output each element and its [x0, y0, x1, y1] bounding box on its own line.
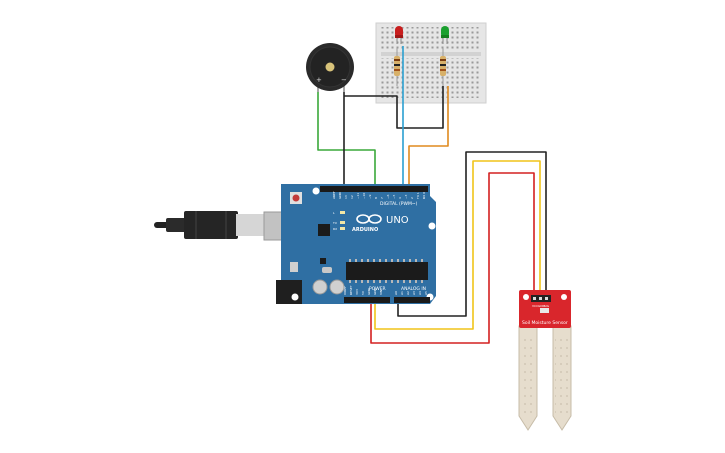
- digital-pin-label: ~5: [392, 194, 396, 199]
- digital-pin-label: 4: [398, 197, 402, 199]
- digital-pin-label: ~10: [362, 193, 366, 199]
- resistor-green-led: [440, 48, 446, 86]
- power-pin-label: VIN: [379, 290, 383, 295]
- digital-pin-label: 7: [380, 197, 384, 199]
- wires: [317, 46, 547, 344]
- power-header-label: POWER: [369, 286, 386, 292]
- wire-red: [370, 172, 535, 344]
- sensor-label: Soil Moisture Sensor: [522, 320, 568, 326]
- digital-pin-label: GND: [338, 191, 342, 199]
- buzzer-minus-label: −: [341, 76, 347, 84]
- wire-black-sensor: [397, 151, 547, 317]
- power-pin-label: GND: [367, 287, 371, 295]
- soil-moisture-sensor: Soil Moisture Sensor: [518, 290, 572, 431]
- wire-green: [317, 92, 376, 190]
- atmega-chip: [346, 262, 428, 280]
- analog-pin-label: A0: [394, 291, 398, 295]
- arduino-brand: ARDUINO: [352, 227, 378, 233]
- onboard-led-label: L: [333, 211, 335, 215]
- analog-header: [394, 297, 430, 303]
- wire-black-breadboard: [344, 86, 444, 129]
- analog-pin-label: A1: [400, 291, 404, 295]
- digital-pin-label: ~6: [386, 194, 390, 199]
- sensor-pin-label: VCC: [532, 304, 538, 308]
- arduino-model: UNO: [386, 215, 409, 226]
- power-pin-label: IOREF: [343, 286, 347, 295]
- onboard-led-label: TX: [332, 221, 337, 225]
- digital-pin-label: 2: [410, 197, 414, 199]
- analog-pin-label: A5: [424, 291, 428, 295]
- buzzer-plus-label: +: [316, 76, 322, 84]
- arduino-uno: DIGITAL (PWM~) POWER ANALOG IN ARDUINO U…: [276, 184, 436, 304]
- digital-pin-label: RX 0: [422, 192, 426, 199]
- digital-header: [320, 186, 428, 192]
- arduino-logo-icon: [356, 214, 382, 224]
- breadboard: [375, 22, 487, 104]
- power-header: [344, 297, 390, 303]
- sensor-pin-label: SIG: [544, 304, 550, 308]
- resistor-red-led: [394, 48, 400, 86]
- digital-pin-label: ~11: [356, 193, 360, 199]
- wire-yellow: [374, 160, 541, 330]
- power-pin-label: 3V3: [355, 289, 359, 295]
- onboard-led-label: RX: [333, 227, 337, 231]
- analog-pin-label: A4: [418, 291, 422, 295]
- digital-pin-label: 12: [350, 195, 354, 199]
- digital-pin-label: 8: [374, 197, 378, 199]
- digital-pin-label: ~3: [404, 194, 408, 199]
- digital-pin-label: ~9: [368, 194, 372, 199]
- digital-pin-label: 13: [344, 195, 348, 199]
- analog-pin-label: A2: [406, 291, 410, 295]
- red-led: [395, 26, 403, 44]
- power-pin-label: RESET: [349, 285, 353, 295]
- sensor-pin-label: GND: [538, 304, 546, 308]
- piezo-buzzer: + −: [306, 43, 354, 92]
- wire-orange: [408, 86, 449, 190]
- power-pin-label: 5V: [361, 290, 365, 295]
- digital-header-label: DIGITAL (PWM~): [380, 201, 418, 207]
- power-pin-label: GND: [373, 287, 377, 295]
- analog-header-label: ANALOG IN: [401, 286, 426, 292]
- analog-pin-label: A3: [412, 291, 416, 295]
- usb-cable: [154, 211, 301, 241]
- digital-pin-label: AREF: [332, 191, 336, 199]
- digital-pin-label: TX 1: [416, 192, 420, 200]
- green-led: [441, 26, 449, 44]
